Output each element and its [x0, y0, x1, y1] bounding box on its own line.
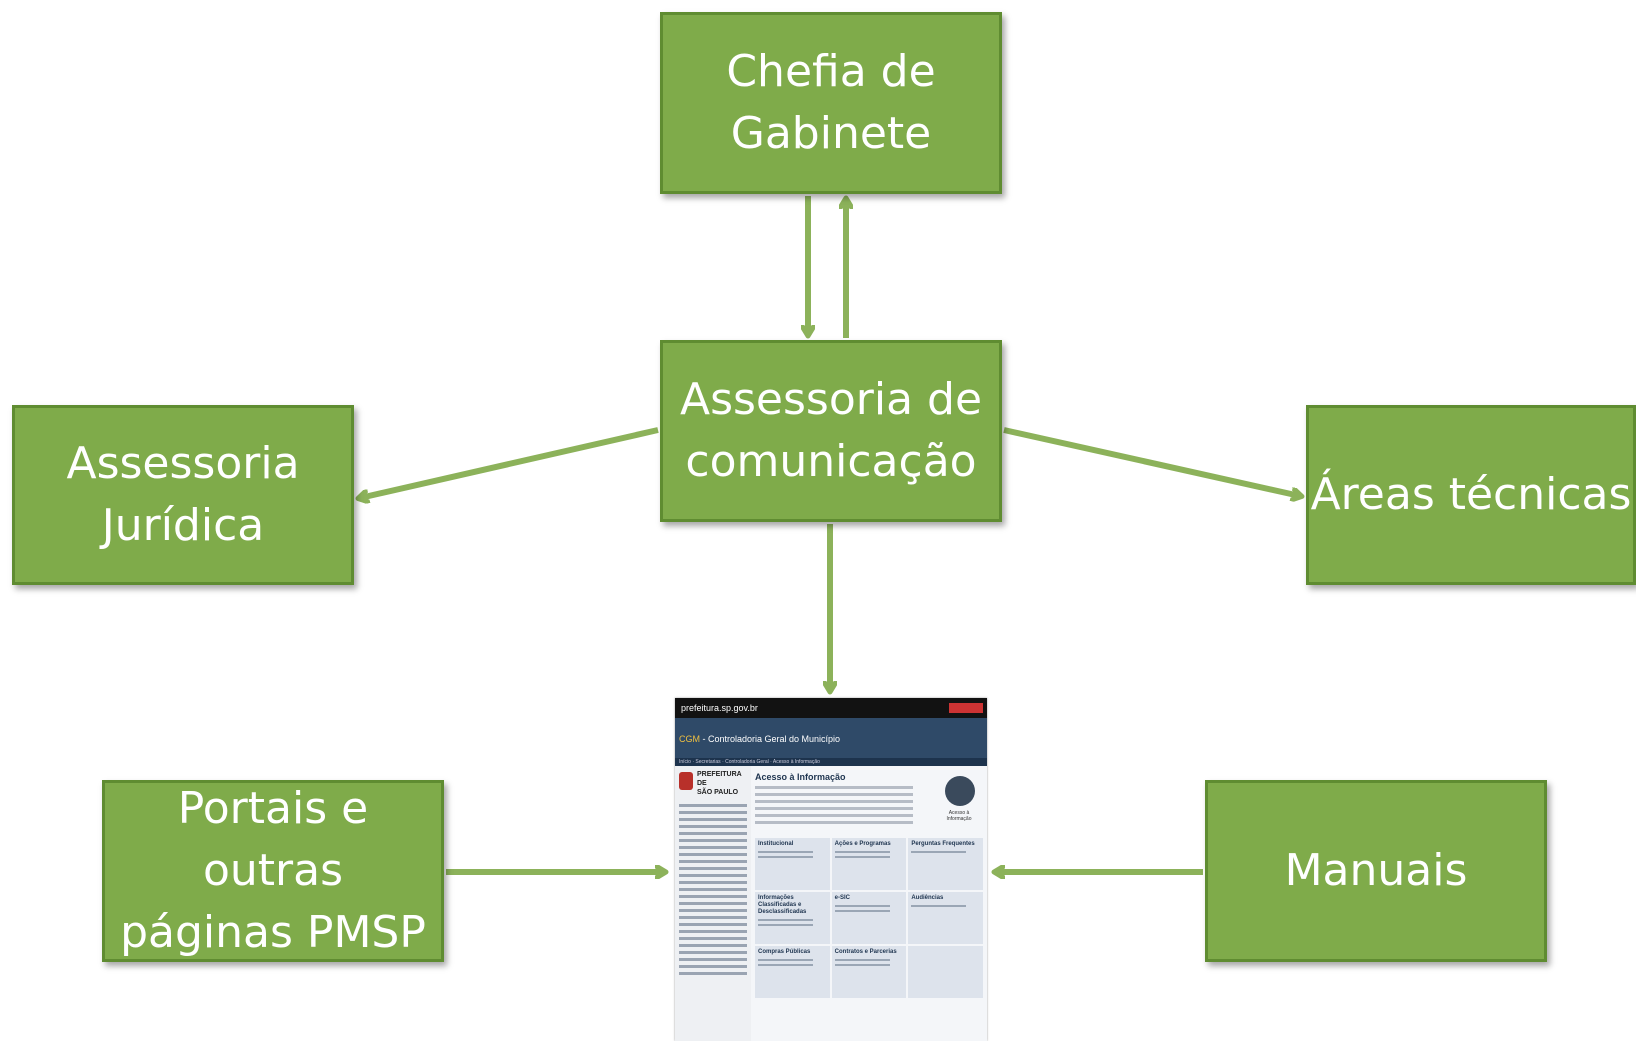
website-text-line [755, 814, 913, 817]
website-menu-item [679, 881, 747, 884]
website-text-line [755, 793, 913, 796]
website-breadcrumb: Início · Secretarias · Controladoria Ger… [675, 758, 987, 766]
website-grid-cell-title: Contratos e Parcerias [834, 949, 897, 955]
website-site-name: - Controladoria Geral do Município [700, 734, 841, 744]
website-titlebar: CGM - Controladoria Geral do Município [675, 718, 987, 758]
website-grid-cell: Perguntas Frequentes [908, 838, 983, 890]
website-menu-item [679, 804, 747, 807]
website-menu-item [679, 860, 747, 863]
prefeitura-logo-icon [949, 703, 983, 713]
website-grid-cell-line [911, 905, 967, 907]
website-text-line [755, 807, 913, 810]
website-link-grid: Institucional Ações e Programas Pergunta… [755, 838, 983, 998]
website-grid-cell-line [758, 964, 813, 966]
website-menu-item [679, 930, 747, 933]
website-grid-cell-line [758, 851, 813, 853]
website-grid-cell [908, 946, 983, 998]
edge-comunicacao-to-juridica [360, 427, 659, 498]
website-heading: Acesso à Informação [755, 772, 846, 782]
website-menu-item [679, 811, 747, 814]
website-text-line [755, 800, 913, 803]
node-manuais: Manuais [1205, 780, 1547, 962]
website-menu-item [679, 825, 747, 828]
website-menu-item [679, 937, 747, 940]
website-menu-item [679, 832, 747, 835]
website-grid-cell-title: Informações Classificadas e Desclassific… [758, 895, 807, 915]
website-grid-cell: Compras Públicas [755, 946, 830, 998]
node-assessoria-juridica: Assessoria Jurídica [12, 405, 354, 585]
website-grid-cell-title: Perguntas Frequentes [911, 841, 975, 847]
website-menu-item [679, 909, 747, 912]
website-grid-cell-line [758, 924, 813, 926]
website-menu-item [679, 944, 747, 947]
website-grid-cell-title: Compras Públicas [758, 949, 811, 955]
website-menu-item [679, 972, 747, 975]
website-grid-cell-line [758, 959, 813, 961]
website-topbar: prefeitura.sp.gov.br [675, 698, 987, 718]
website-menu-item [679, 965, 747, 968]
website-grid-cell-line [758, 856, 813, 858]
website-brand-label: PREFEITURA DE SÃO PAULO [697, 771, 742, 796]
website-menu-item [679, 951, 747, 954]
website-topbar-label: prefeitura.sp.gov.br [681, 703, 758, 713]
website-grid-cell: Contratos e Parcerias [831, 946, 907, 998]
website-menu-item [679, 916, 747, 919]
website-menu-item [679, 853, 747, 856]
website-grid-cell-title: Audiências [911, 895, 944, 901]
website-grid-cell-line [834, 856, 890, 858]
website-globe-caption: Acesso à Informação [946, 810, 972, 822]
website-menu-item [679, 818, 747, 821]
website-menu-item [679, 888, 747, 891]
website-grid-cell: Ações e Programas [831, 838, 907, 890]
information-globe-icon [945, 776, 975, 806]
website-menu-item [679, 839, 747, 842]
website-grid-cell-line [834, 964, 890, 966]
node-portais-e-outras-paginas: Portais e outras páginas PMSP [102, 780, 444, 962]
website-screenshot: prefeitura.sp.gov.br CGM - Controladoria… [675, 698, 987, 1041]
website-grid-cell-line [834, 905, 890, 907]
website-menu-item [679, 923, 747, 926]
website-text-line [755, 821, 913, 824]
website-grid-cell-line [834, 959, 890, 961]
website-grid-cell: e-SIC [831, 892, 907, 944]
website-grid-cell: Audiências [908, 892, 983, 944]
website-site-code: CGM [679, 734, 700, 744]
website-grid-cell-title: Institucional [758, 841, 794, 847]
website-grid-cell-line [911, 851, 967, 853]
website-grid-cell-line [758, 919, 813, 921]
website-text-line [755, 786, 913, 789]
website-sidebar: PREFEITURA DE SÃO PAULO [675, 766, 751, 1041]
website-menu-item [679, 902, 747, 905]
website-grid-cell-line [834, 851, 890, 853]
website-brand: PREFEITURA DE SÃO PAULO [675, 766, 751, 800]
website-main: Acesso à Informação Acesso à Informação … [755, 766, 983, 1041]
website-grid-cell-title: Ações e Programas [834, 841, 891, 847]
website-grid-cell: Informações Classificadas e Desclassific… [755, 892, 830, 944]
website-grid-cell-title: e-SIC [834, 895, 850, 901]
node-areas-tecnicas: Áreas técnicas [1306, 405, 1636, 585]
website-menu-item [679, 895, 747, 898]
website-menu-item [679, 874, 747, 877]
edge-comunicacao-to-tecnicas [1003, 427, 1300, 496]
website-menu-item [679, 958, 747, 961]
city-seal-icon [679, 772, 693, 790]
website-menu-item [679, 846, 747, 849]
website-grid-cell: Institucional [755, 838, 830, 890]
website-menu-item [679, 867, 747, 870]
node-chefia-de-gabinete: Chefia de Gabinete [660, 12, 1002, 194]
website-grid-cell-line [834, 910, 890, 912]
node-assessoria-de-comunicacao: Assessoria de comunicação [660, 340, 1002, 522]
